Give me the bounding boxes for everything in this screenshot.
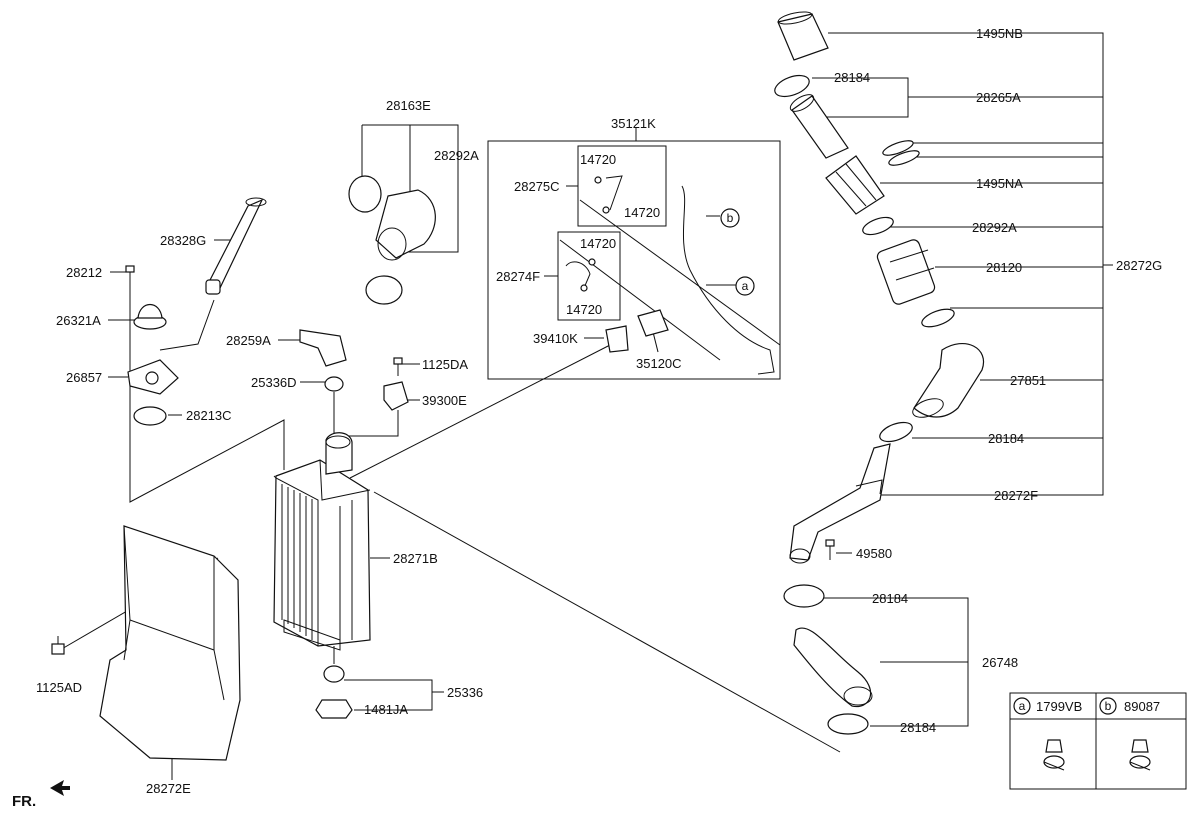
bolt-28212 (125, 265, 135, 284)
label-26857: 26857 (66, 370, 102, 385)
clamp-mid-right (921, 308, 955, 328)
label-35120c: 35120C (636, 356, 682, 371)
label-25336d: 25336D (251, 375, 297, 390)
label-28259a: 28259A (226, 333, 271, 348)
clamp-28163e (348, 175, 382, 213)
label-27851: 27851 (1010, 373, 1046, 388)
duct-28272e (99, 525, 241, 761)
label-28163e: 28163E (386, 98, 431, 113)
label-26748: 26748 (982, 655, 1018, 670)
front-arrow-icon (50, 780, 70, 796)
label-28184-low1: 28184 (872, 591, 908, 606)
pipe-28272f (789, 443, 891, 564)
label-1495na: 1495NA (976, 176, 1023, 191)
label-28272f: 28272F (994, 488, 1038, 503)
label-28275c: 28275C (514, 179, 560, 194)
hose-1495na (825, 155, 885, 215)
label-39300e: 39300E (422, 393, 467, 408)
label-14720-c: 14720 (580, 236, 616, 251)
clamp-28184-top (774, 74, 810, 98)
label-14720-b: 14720 (624, 205, 660, 220)
legend-b-part: 89087 (1124, 699, 1160, 714)
kit-28275c-box (577, 145, 667, 227)
hose-27851 (912, 343, 985, 418)
callout-b: b (720, 208, 740, 228)
label-28274f: 28274F (496, 269, 540, 284)
clamp-28184-low2 (827, 713, 869, 735)
label-25336: 25336 (447, 685, 483, 700)
pipe-28328g (205, 197, 267, 295)
callout-a: a (735, 276, 755, 296)
clamp-28184-mid (879, 421, 913, 443)
oring-lower (888, 150, 920, 166)
hose-28163e (375, 189, 436, 261)
clip-1799vb-icon (1043, 739, 1065, 771)
sensor-39300e (383, 381, 409, 411)
hose-1495nb (777, 11, 829, 61)
label-14720-d: 14720 (566, 302, 602, 317)
housing-26857 (127, 359, 179, 395)
valve-26321a (133, 303, 167, 330)
label-1125ad: 1125AD (36, 680, 82, 695)
kit-28274f-box (557, 231, 621, 321)
leader-lines (59, 32, 1113, 780)
bolt-49580 (825, 539, 835, 560)
legend-table: a 1799VB b 89087 (1009, 692, 1187, 790)
oring-upper (882, 140, 914, 156)
label-14720-a: 14720 (580, 152, 616, 167)
label-28212: 28212 (66, 265, 102, 280)
clip-89087-icon (1129, 739, 1151, 771)
intercooler-28271b (273, 432, 371, 651)
label-35121k: 35121K (611, 116, 656, 131)
label-28292a-left: 28292A (434, 148, 479, 163)
sleeve-28120 (876, 239, 936, 305)
label-39410k: 39410K (533, 331, 578, 346)
clamp-28292a-left (365, 275, 403, 305)
label-28184-top: 28184 (834, 70, 870, 85)
front-label: FR. (12, 793, 36, 810)
label-28184-low2: 28184 (900, 720, 936, 735)
label-28272e: 28272E (146, 781, 191, 796)
legend-b-marker: b (1105, 699, 1112, 713)
hose-26748 (793, 627, 873, 708)
label-1495nb: 1495NB (976, 26, 1023, 41)
label-28328g: 28328G (160, 233, 206, 248)
label-28292a-right: 28292A (972, 220, 1017, 235)
pipe-28265a (789, 94, 849, 159)
nut-1481ja (315, 699, 353, 719)
label-28184-mid: 28184 (988, 431, 1024, 446)
label-28272g: 28272G (1116, 258, 1162, 273)
bolt-1125da (393, 357, 403, 376)
label-28213c: 28213C (186, 408, 232, 423)
clamp-28292a-right (862, 216, 894, 236)
label-26321a: 26321A (56, 313, 101, 328)
grommet-25336 (323, 665, 345, 683)
clamp-28184-low1 (783, 584, 825, 608)
kit-hoses (565, 175, 775, 375)
label-49580: 49580 (856, 546, 892, 561)
label-1125da: 1125DA (422, 357, 468, 372)
legend-a-marker: a (1019, 699, 1026, 713)
label-28265a: 28265A (976, 90, 1021, 105)
legend-a-part: 1799VB (1036, 699, 1082, 714)
grommet-25336d (324, 376, 344, 392)
callout-b-text: b (727, 211, 734, 225)
part-labels: 1495NB 28184 28265A 1495NA 28292A 28120 … (12, 26, 1162, 810)
kit-35121k-box (487, 140, 781, 380)
label-28271b: 28271B (393, 551, 438, 566)
label-28120: 28120 (986, 260, 1022, 275)
bracket-28259a (299, 329, 347, 367)
label-1481ja: 1481JA (364, 702, 408, 717)
bolt-1125ad (51, 636, 65, 655)
oring-28213c (133, 406, 167, 426)
callout-a-text: a (742, 279, 749, 293)
